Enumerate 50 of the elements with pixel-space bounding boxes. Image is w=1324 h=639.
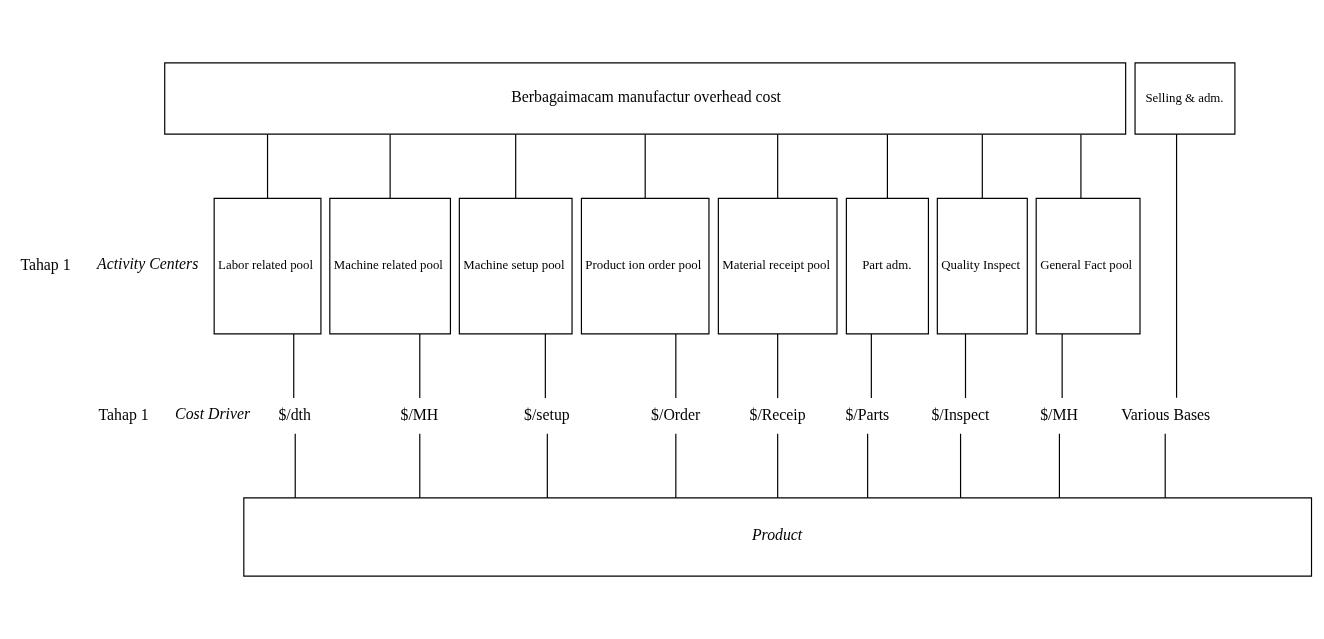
connector [867,433,869,499]
connector [293,333,295,399]
connector [959,433,962,499]
connector [870,333,872,399]
node-text: $/setup [524,405,570,423]
connector [544,333,546,399]
connector [515,133,517,199]
connector [886,133,888,199]
node-box: Berbagaimacam manufactur overhead cost [164,62,1127,135]
connector [266,133,269,199]
node-text: $/Parts [845,405,890,423]
connector [964,333,967,399]
label: Tahap 1 [98,405,149,423]
connector [675,333,677,399]
connector [1175,133,1178,399]
connector [981,133,983,199]
node-box: Selling & adm. [1134,62,1236,135]
label: Activity Centers [97,254,199,272]
node-box: Machine related pool [329,197,452,335]
connector [675,433,677,499]
connector [419,433,421,499]
connector [1058,433,1060,499]
connector [777,333,779,399]
node-text: $/Order [651,405,701,423]
connector [294,433,296,499]
node-box: Labor related pool [213,197,322,335]
node-text: $/MH [400,405,439,423]
connector [777,133,779,199]
connector [389,133,391,199]
connector [1080,133,1082,199]
node-text: $/Inspect [931,405,990,423]
label: Cost Driver [175,404,251,422]
connector [644,133,646,199]
node-box: Product ion order pool [580,197,710,335]
node-box: Machine setup pool [458,197,573,335]
node-box: Product [243,497,1313,577]
connector [546,433,548,499]
node-text: $/dth [278,405,311,423]
connector [777,433,779,499]
node-box: General Fact pool [1035,197,1141,335]
connector [419,333,421,399]
node-text: Various Bases [1121,405,1211,423]
node-box: Material receipt pool [717,197,838,335]
node-box: Part adm. [845,197,930,335]
node-box: Quality Inspect [936,197,1028,335]
label: Tahap 1 [20,255,71,273]
node-text: $/MH [1040,405,1078,423]
connector [1164,433,1166,499]
connector [1061,333,1063,399]
node-text: $/Receip [749,405,806,423]
